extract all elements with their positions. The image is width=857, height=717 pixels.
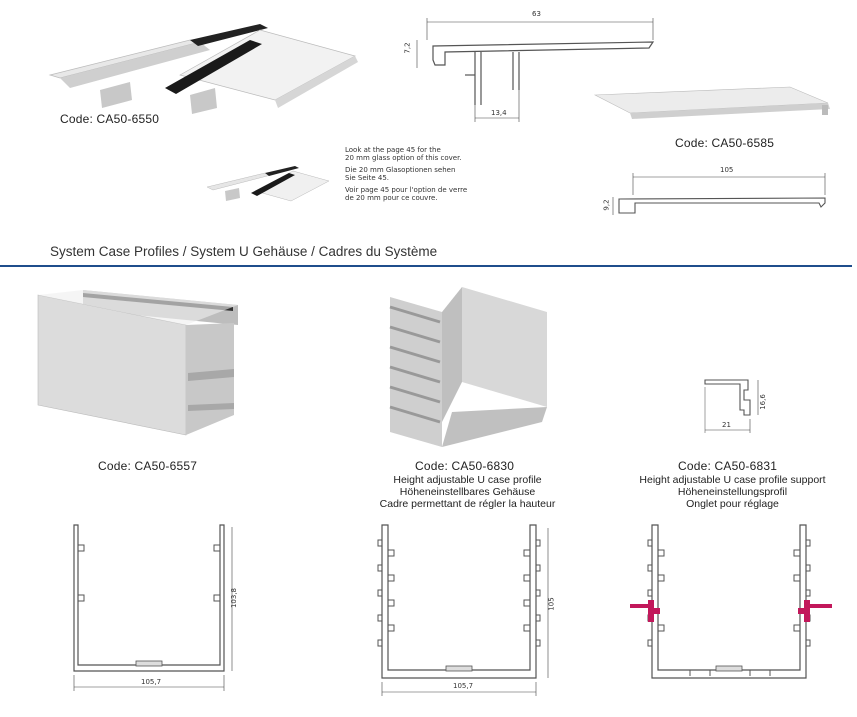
dim-cover1-gap: 13,4	[491, 109, 507, 117]
section-title: System Case Profiles / System U Gehäuse …	[50, 244, 438, 259]
ca50-6831-desc: Height adjustable U case profile support…	[615, 474, 850, 510]
dim-6557-width: 105,7	[141, 678, 162, 686]
cover-glass-option-photo	[206, 166, 330, 202]
code-ca50-6831: Code: CA50-6831	[678, 459, 778, 473]
dim-6830-width: 105,7	[453, 682, 474, 690]
note-fr-line2: de 20 mm pour ce couvre.	[345, 194, 438, 202]
case-ca50-6557-photo	[37, 290, 238, 436]
dim-6831-height: 16,6	[758, 394, 767, 410]
note-fr-line1: Voir page 45 pour l'option de verre	[345, 186, 468, 194]
ca50-6830-desc: Height adjustable U case profile Höhenei…	[355, 474, 580, 510]
dim-6557-height: 103,8	[230, 587, 239, 609]
code-ca50-6550: Code: CA50-6550	[60, 112, 160, 126]
cover-ca50-6585-drawing	[612, 173, 826, 215]
note-en-line1: Look at the page 45 for the	[345, 146, 441, 154]
case-ca50-6830-photo	[389, 287, 547, 447]
support-ca50-6831-drawing	[704, 379, 759, 433]
glass-option-note: Look at the page 45 for the 20 mm glass …	[345, 146, 467, 202]
ca50-6830-desc-de: Höheneinstellbares Gehäuse	[399, 486, 536, 498]
ca50-6831-desc-en: Height adjustable U case profile support	[639, 474, 826, 486]
code-ca50-6557: Code: CA50-6557	[98, 459, 198, 473]
dim-cover1-width: 63	[532, 10, 541, 18]
note-de-line1: Die 20 mm Glasoptionen sehen	[345, 166, 456, 174]
dim-cover2-width: 105	[720, 166, 734, 174]
cover-ca50-6585-photo	[593, 86, 830, 119]
case-ca50-6557-drawing	[73, 524, 233, 691]
cover-ca50-6550-photo	[48, 24, 358, 114]
ca50-6831-desc-de: Höheneinstellungsprofil	[677, 486, 788, 498]
ca50-6830-desc-fr: Cadre permettant de régler la hauteur	[379, 498, 556, 510]
code-ca50-6830: Code: CA50-6830	[415, 459, 515, 473]
ca50-6831-desc-fr: Onglet pour réglage	[686, 498, 779, 510]
dim-6831-width: 21	[722, 421, 731, 429]
case-with-support-drawing	[630, 524, 832, 679]
dim-cover1-height: 7,2	[403, 42, 412, 54]
note-en-line2: 20 mm glass option of this cover.	[345, 154, 462, 162]
cover-ca50-6550-drawing	[416, 18, 655, 122]
case-ca50-6830-drawing	[377, 524, 549, 696]
dim-6830-height: 105	[547, 597, 556, 611]
dim-cover2-height: 9,2	[602, 199, 611, 211]
code-ca50-6585: Code: CA50-6585	[675, 136, 775, 150]
note-de-line2: Sie Seite 45.	[345, 174, 390, 182]
ca50-6830-desc-en: Height adjustable U case profile	[393, 474, 542, 486]
section-divider	[0, 265, 852, 267]
support-clip-highlight	[630, 600, 832, 622]
